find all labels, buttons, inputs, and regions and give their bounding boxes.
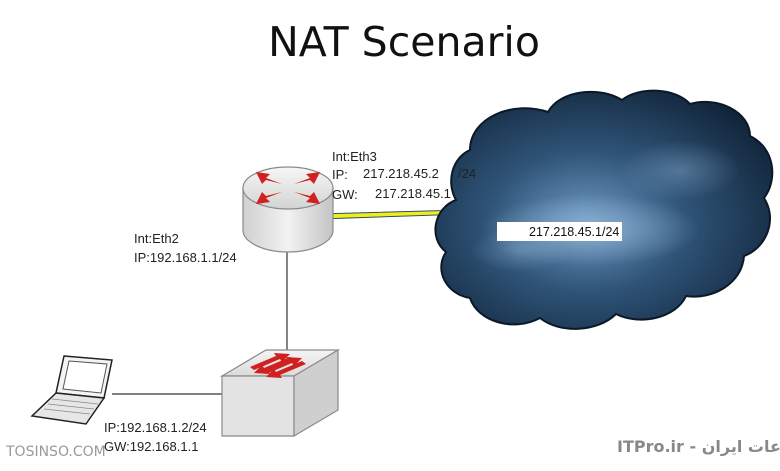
eth3-ip-prefix: IP: <box>332 167 348 182</box>
eth3-interface-label: Int:Eth3 <box>332 149 377 164</box>
page-title: NAT Scenario <box>268 18 540 66</box>
eth3-gw-value: 217.218.45.1 <box>375 186 451 201</box>
internet-ip-box <box>497 222 622 241</box>
laptop-icon <box>30 355 113 425</box>
switch-icon <box>219 348 341 438</box>
eth2-ip-label: IP:192.168.1.1/24 <box>134 250 237 265</box>
eth3-gw-prefix: GW: <box>332 187 358 202</box>
connections <box>112 252 288 395</box>
watermark-left: TOSINSO.COM <box>5 444 106 460</box>
internet-cloud-icon <box>434 89 774 330</box>
laptop-info: IP:192.168.1.2/24 GW:192.168.1.1 <box>104 420 207 454</box>
eth3-ip-value: 217.218.45.2 <box>363 166 439 181</box>
internet-ip-label: 217.218.45.1/24 <box>529 225 619 239</box>
router-eth2-info: Int:Eth2 IP:192.168.1.1/24 <box>134 231 237 265</box>
router-icon <box>242 166 334 253</box>
laptop-gw-label: GW:192.168.1.1 <box>104 439 198 454</box>
eth2-interface-label: Int:Eth2 <box>134 231 179 246</box>
laptop-ip-label: IP:192.168.1.2/24 <box>104 420 207 435</box>
router-eth3-info: Int:Eth3 IP: 217.218.45.2 /24 GW: 217.21… <box>332 149 476 202</box>
watermark-right: وب سایت تخصصی فناوری اطلاعات ایران - ITP… <box>617 437 780 456</box>
eth3-mask-value: /24 <box>458 166 476 181</box>
